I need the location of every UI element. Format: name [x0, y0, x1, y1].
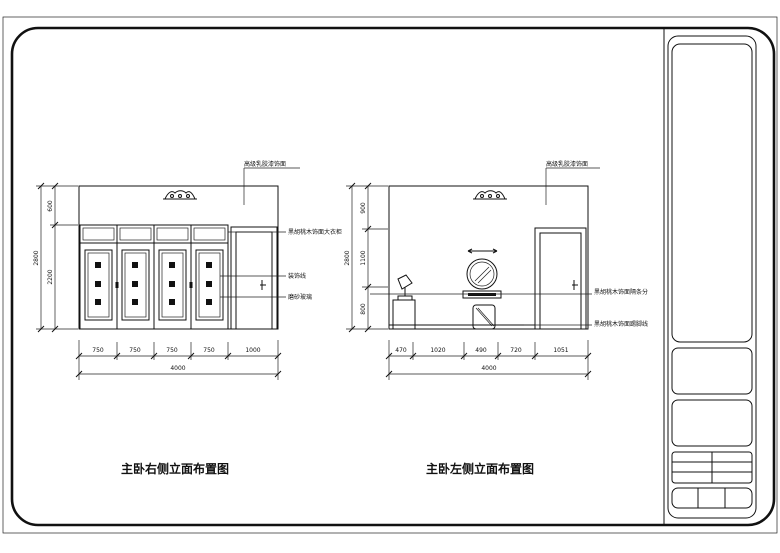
wall-outline [388, 185, 589, 330]
callout-top: 高级乳胶漆饰面 [244, 160, 286, 168]
nightstand [392, 299, 416, 330]
round-mirror [466, 258, 498, 290]
dim-h-1: 750 [129, 347, 141, 354]
drawing-title-right: 主卧右侧立面布置图 [121, 461, 229, 476]
vertical-dimensions: 2800 900 1100 800 [344, 182, 388, 333]
dim-h-0: 470 [395, 347, 407, 354]
title-block-frame [667, 35, 757, 519]
ceiling-lamp-icon [163, 190, 197, 200]
callout-top: 高级乳胶漆饰面 [546, 160, 588, 168]
title-block [667, 35, 757, 519]
title-block-logo-panel [671, 43, 753, 343]
callout-trim: 黑胡桃木饰面隔条分 [594, 288, 648, 296]
table-lamp-icon [392, 274, 416, 330]
wardrobe-glass-squares [95, 262, 212, 305]
title-block-drawing-panel [671, 399, 753, 447]
callout-glass: 磨砂玻璃 [288, 293, 312, 301]
dim-h-1: 1020 [430, 347, 445, 354]
dim-h-4: 1051 [553, 347, 568, 354]
door [534, 227, 587, 330]
dim-total: 4000 [170, 365, 185, 372]
wardrobe-door-panels [84, 249, 224, 321]
dim-h-2: 490 [475, 347, 487, 354]
title-block-project-panel [671, 347, 753, 395]
callout-wardrobe: 黑胡桃木饰面大衣柜 [288, 228, 342, 236]
dim-h-3: 720 [510, 347, 522, 354]
dim-v-1: 1100 [360, 250, 367, 265]
dim-v-2: 800 [360, 303, 367, 315]
dim-h-4: 1000 [245, 347, 260, 354]
dim-h-2: 750 [166, 347, 178, 354]
callout-line: 装饰线 [288, 272, 306, 280]
horizontal-dimensions: 470 1020 490 720 1051 4000 [385, 340, 592, 380]
callout-skirting: 黑胡桃木饰面踢脚线 [594, 320, 648, 328]
sheet-outer-border [2, 16, 778, 534]
wardrobe [79, 224, 229, 330]
dim-overall-height: 2800 [344, 250, 351, 265]
left-elevation: 高级乳胶漆饰面 黑胡桃木饰面隔条分 黑胡桃木饰面踢脚线 2800 900 110… [344, 160, 648, 476]
dim-v-0: 900 [360, 202, 367, 214]
horizontal-dimensions: 750 750 750 750 1000 4000 [75, 340, 282, 380]
ceiling-lamp-icon [473, 190, 507, 200]
title-block-number-table [671, 487, 753, 509]
dressing-table [462, 290, 502, 330]
sheet-rounded-frame [10, 26, 776, 527]
dim-h-3: 750 [203, 347, 215, 354]
dim-overall-height: 2800 [33, 250, 40, 265]
dim-v-1: 2200 [47, 269, 54, 284]
drawing-title-left: 主卧左侧立面布置图 [426, 461, 534, 476]
dim-v-0: 600 [47, 200, 54, 212]
vertical-dimensions: 2800 600 2200 [33, 182, 78, 333]
door [230, 226, 278, 330]
right-elevation: 高级乳胶漆饰面 黑胡桃木饰面大衣柜 装饰线 磨砂玻璃 2800 600 2200 [33, 160, 342, 476]
dim-h-0: 750 [92, 347, 104, 354]
dim-total: 4000 [481, 365, 496, 372]
